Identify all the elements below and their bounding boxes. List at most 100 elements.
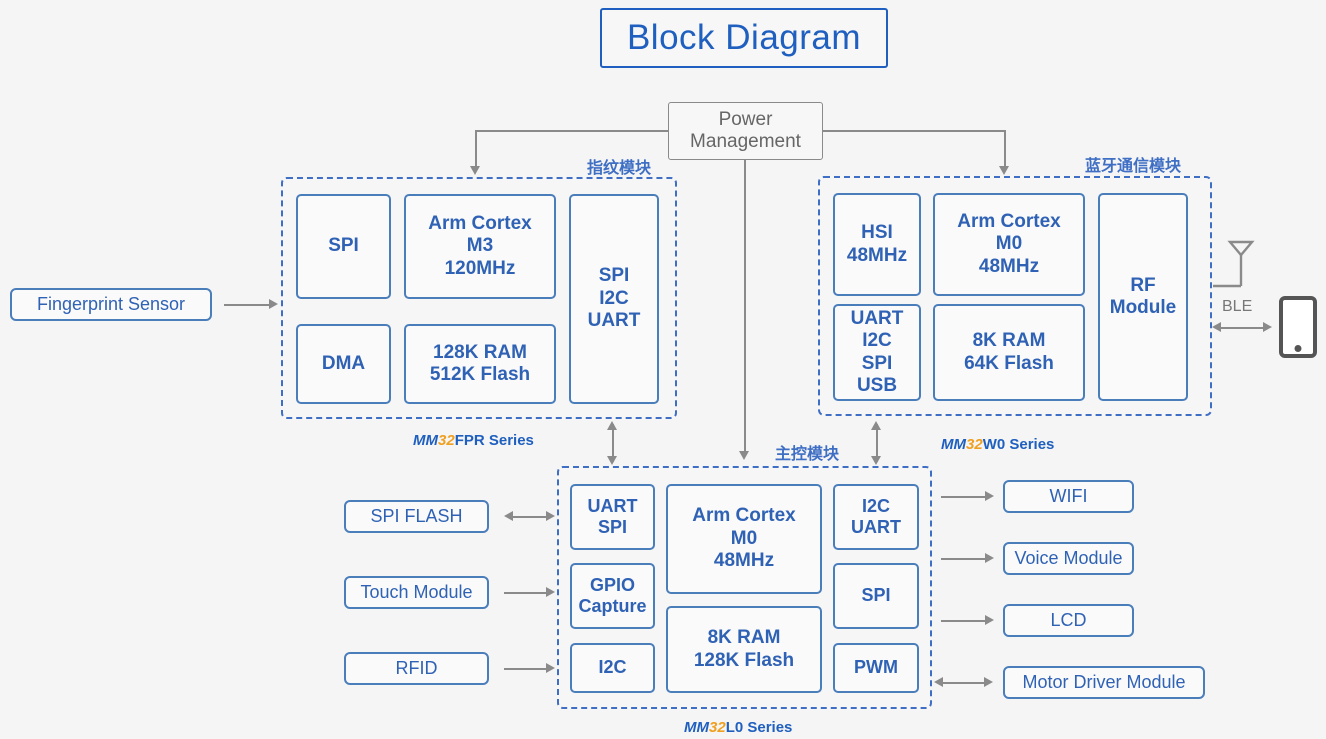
power-left-line-v [475,130,477,168]
main-series-num: 32 [709,719,726,736]
power-right-arrowhead [999,166,1009,175]
bluetooth-series-num: 32 [966,436,983,453]
bluetooth-rf-line1: RF [1130,274,1156,296]
main-uart-spi-line1: UART [587,495,638,516]
bluetooth-if-line2: I2C [862,330,892,352]
fingerprint-memory-line2: 512K Flash [429,364,531,385]
bluetooth-memory-line1: 8K RAM [972,330,1046,352]
lcd-line [941,620,987,622]
fingerprint-series-mm: MM [413,432,438,449]
main-gpio-capture-block: GPIO Capture [570,563,655,629]
main-spi-label: SPI [861,585,891,606]
power-left-arrowhead [470,166,480,175]
bluetooth-hsi-line1: HSI [861,222,893,244]
power-management-line1: Power [718,109,773,131]
power-right-line-v [1004,130,1006,168]
wifi-box[interactable]: WIFI [1003,480,1134,513]
fingerprint-core-line1: Arm Cortex [428,212,532,234]
bluetooth-if-line3: SPI [861,352,893,374]
fingerprint-sensor-arrowhead [269,299,278,309]
main-i2c-uart-line1: I2C [861,495,890,516]
fingerprint-dma-label: DMA [321,352,366,374]
power-center-line-v [744,160,746,453]
main-control-series-label: MM32L0 Series [684,719,792,736]
fingerprint-if-line1: SPI [598,265,630,287]
voice-module-line [941,558,987,560]
ble-line [1220,327,1265,329]
main-memory-line1: 8K RAM [707,627,781,649]
main-i2c-label: I2C [598,657,627,678]
main-gpio-line2: Capture [578,596,647,616]
main-memory-block: 8K RAM 128K Flash [666,606,822,693]
bluetooth-if-line1: UART [850,307,904,329]
fingerprint-spi-block: SPI [296,194,391,299]
main-uart-spi-block: UART SPI [570,484,655,550]
wifi-line [941,496,987,498]
fingerprint-memory-line1: 128K RAM [433,341,527,363]
main-spi-block: SPI [833,563,919,629]
w0-to-main-line [876,424,878,462]
fpr-to-main-arrow-up [607,421,617,430]
fingerprint-module-cn-label: 指纹模块 [587,160,652,177]
motor-line [942,682,986,684]
bluetooth-rf-line2: Module [1109,297,1177,318]
fingerprint-if-line2: I2C [599,287,629,309]
touch-module-box[interactable]: Touch Module [344,576,489,609]
bluetooth-hsi-block: HSI 48MHz [833,193,921,296]
bluetooth-core-block: Arm Cortex M0 48MHz [933,193,1085,296]
fingerprint-core-line2: M3 [466,235,494,257]
fingerprint-memory-block: 128K RAM 512K Flash [404,324,556,404]
voice-module-box[interactable]: Voice Module [1003,542,1134,575]
bluetooth-series-label: MM32W0 Series [941,436,1054,453]
fingerprint-if-line3: UART [587,310,641,332]
lcd-box[interactable]: LCD [1003,604,1134,637]
fingerprint-dma-block: DMA [296,324,391,404]
ble-label: BLE [1222,298,1253,315]
fingerprint-series-label: MM32FPR Series [413,432,534,449]
fingerprint-series-num: 32 [438,432,455,449]
bluetooth-module-cn-label: 蓝牙通信模块 [1085,158,1182,175]
main-pwm-block: PWM [833,643,919,693]
bluetooth-series-mm: MM [941,436,966,453]
touch-module-line [504,592,548,594]
fpr-to-main-arrow-down [607,456,617,465]
bluetooth-memory-block: 8K RAM 64K Flash [933,304,1085,401]
power-center-arrowhead [739,451,749,460]
smartphone-icon [1279,296,1317,358]
ble-arrowhead-right [1263,322,1272,332]
bluetooth-core-line2: M0 [995,233,1023,255]
fingerprint-series-rest: FPR Series [454,432,534,449]
motor-arrowhead-left [934,677,943,687]
touch-module-arrowhead [546,587,555,597]
power-management-box: Power Management [668,102,823,160]
fingerprint-core-block: Arm Cortex M3 120MHz [404,194,556,299]
lcd-arrowhead [985,615,994,625]
w0-to-main-arrow-down [871,456,881,465]
fpr-to-main-line [612,424,614,462]
main-core-line3: 48MHz [713,550,775,572]
motor-driver-module-box[interactable]: Motor Driver Module [1003,666,1205,699]
rfid-arrowhead [546,663,555,673]
power-management-line2: Management [690,131,801,152]
main-i2c-uart-line2: UART [851,517,901,537]
bluetooth-interfaces-block: UART I2C SPI USB [833,304,921,401]
spi-flash-box[interactable]: SPI FLASH [344,500,489,533]
main-core-line2: M0 [730,527,758,549]
page-title: Block Diagram [600,8,888,68]
main-series-rest: L0 Series [725,719,793,736]
fingerprint-spi-label: SPI [328,235,359,257]
bluetooth-core-line3: 48MHz [978,255,1040,277]
main-series-mm: MM [684,719,709,736]
bluetooth-rf-block: RF Module [1098,193,1188,401]
spi-flash-arrowhead-right [546,511,555,521]
rfid-box[interactable]: RFID [344,652,489,685]
main-core-line1: Arm Cortex [692,505,796,527]
wifi-arrowhead [985,491,994,501]
main-gpio-line1: GPIO [589,574,635,595]
fingerprint-sensor-line [224,304,272,306]
ble-arrowhead-left [1212,322,1221,332]
power-right-line-h [823,130,1005,132]
spi-flash-arrowhead-left [504,511,513,521]
fingerprint-sensor-box[interactable]: Fingerprint Sensor [10,288,212,321]
